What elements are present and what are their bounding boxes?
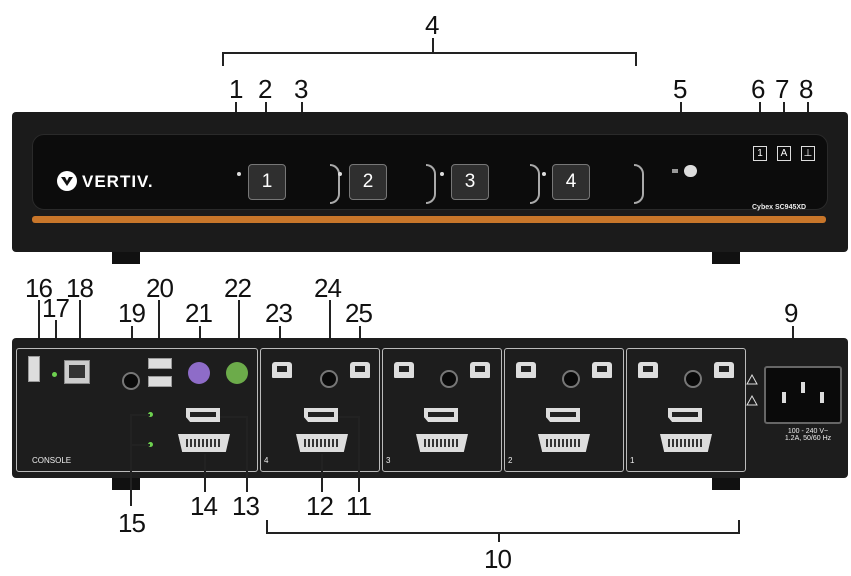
callout-2: 2	[258, 74, 273, 104]
ch4-audio-jack-24	[320, 370, 338, 388]
callout-13: 13	[232, 491, 260, 521]
callout-22: 22	[224, 273, 252, 303]
ch2-displayport	[546, 408, 580, 422]
warning-triangle-icon	[746, 374, 758, 406]
rear-foot-right	[712, 478, 740, 490]
status-led-15b	[148, 442, 153, 447]
callout-6: 6	[751, 74, 766, 104]
channel-2-label: 2	[508, 456, 513, 465]
usb-port-16	[28, 356, 40, 382]
callout-25: 25	[345, 298, 373, 328]
ch2-audio-jack	[562, 370, 580, 388]
displayport-13	[186, 408, 220, 422]
usb-port-20b	[148, 376, 172, 387]
model-label: Cybex SC945XD	[752, 204, 807, 211]
front-panel: VERTIV. 1 2 3 4 1 A ⊥ Cybex SC945XD	[12, 112, 848, 252]
brand-logo: VERTIV.	[82, 172, 154, 191]
ch1-audio-jack	[684, 370, 702, 388]
channel-2-panel	[504, 348, 624, 472]
rear-foot-left	[112, 478, 140, 490]
channel-1-label: 1	[630, 456, 635, 465]
channel-4-button[interactable]: 4	[552, 164, 590, 200]
callout-8: 8	[799, 74, 814, 104]
channel-2-separator	[426, 164, 436, 204]
bracket-10	[266, 532, 740, 534]
ch1-dvi	[660, 434, 712, 452]
channel-2-led	[338, 172, 342, 176]
num-lock-indicator: 1	[753, 146, 767, 161]
channel-2-button[interactable]: 2	[349, 164, 387, 200]
callout-16: 16	[25, 273, 53, 303]
orange-accent-strip	[32, 216, 826, 223]
channel-1-separator	[330, 164, 340, 204]
callout-1: 1	[229, 74, 244, 104]
callout-7: 7	[775, 74, 790, 104]
callout-5: 5	[673, 74, 688, 104]
rear-panel: CONSOLE 4 3 2 1 100 - 24	[12, 338, 848, 478]
ch2-usb-b-upper	[516, 362, 536, 378]
console-label: CONSOLE	[32, 456, 72, 465]
bracket-4	[222, 52, 637, 54]
ch3-dvi	[416, 434, 468, 452]
caps-lock-indicator: A	[777, 146, 791, 161]
ch1-usb-b-right	[714, 362, 734, 378]
channel-1-panel	[626, 348, 746, 472]
channel-3-button[interactable]: 3	[451, 164, 489, 200]
ch3-usb-b-right	[470, 362, 490, 378]
ch3-displayport	[424, 408, 458, 422]
channel-3-label: 3	[386, 456, 391, 465]
callout-10: 10	[484, 544, 512, 574]
front-foot-right	[712, 252, 740, 264]
channel-4-label: 4	[264, 456, 269, 465]
vertiv-logo-icon	[57, 171, 77, 191]
channel-3-panel	[382, 348, 502, 472]
channel-3-led	[440, 172, 444, 176]
callout-24: 24	[314, 273, 342, 303]
callout-20: 20	[146, 273, 174, 303]
channel-1-led	[237, 172, 241, 176]
status-led-15a	[148, 412, 153, 417]
channel-4-led	[542, 172, 546, 176]
callout-9: 9	[784, 298, 799, 328]
ch1-usb-b-upper	[638, 362, 658, 378]
dvi-port-14	[178, 434, 230, 452]
ps2-mouse-port-22	[226, 362, 248, 384]
power-rating-label: 100 - 240 V~ 1.2A, 50/60 Hz	[784, 428, 832, 442]
ch2-dvi	[538, 434, 590, 452]
callout-19: 19	[118, 298, 146, 328]
callout-11: 11	[346, 491, 372, 521]
scroll-lock-indicator: ⊥	[801, 146, 815, 161]
status-led-17	[52, 372, 57, 377]
console-panel	[16, 348, 258, 472]
ch1-displayport	[668, 408, 702, 422]
ethernet-port-18	[64, 360, 90, 384]
power-inlet-9	[764, 366, 842, 424]
ch4-usb-b-23	[272, 362, 292, 378]
lock-toggle-icon[interactable]	[672, 164, 698, 178]
audio-jack-19	[122, 372, 140, 390]
callout-14: 14	[190, 491, 218, 521]
ch4-usb-b-25	[350, 362, 370, 378]
ch3-audio-jack	[440, 370, 458, 388]
callout-18: 18	[66, 273, 94, 303]
callout-4: 4	[425, 10, 440, 40]
callout-21: 21	[185, 298, 213, 328]
channel-1-button[interactable]: 1	[248, 164, 286, 200]
ch3-usb-b-upper	[394, 362, 414, 378]
callout-15: 15	[118, 508, 146, 538]
callout-17: 17	[42, 293, 70, 323]
ch2-usb-b-right	[592, 362, 612, 378]
front-foot-left	[112, 252, 140, 264]
channel-3-separator	[530, 164, 540, 204]
usb-port-20a	[148, 358, 172, 369]
ch4-dvi-12	[296, 434, 348, 452]
ch4-displayport-11	[304, 408, 338, 422]
ps2-keyboard-port-21	[188, 362, 210, 384]
channel-4-separator	[634, 164, 644, 204]
callout-23: 23	[265, 298, 293, 328]
channel-4-panel	[260, 348, 380, 472]
callout-3: 3	[294, 74, 309, 104]
callout-12: 12	[306, 491, 334, 521]
